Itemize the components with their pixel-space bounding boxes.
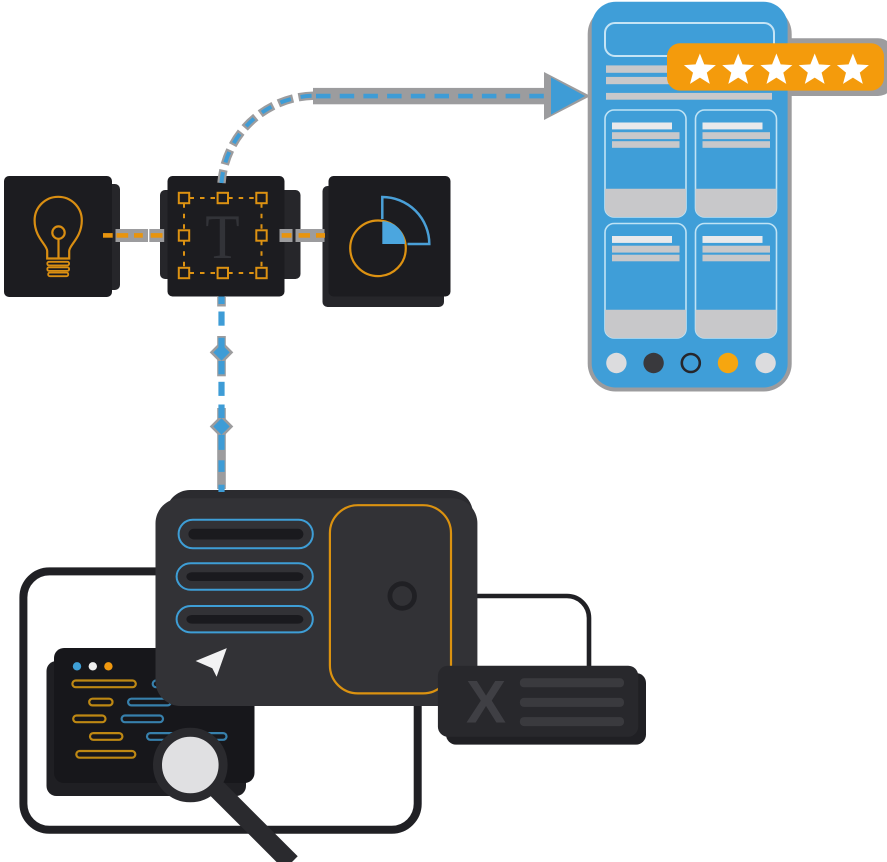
svg-text:X: X (466, 669, 506, 736)
svg-text:T: T (205, 202, 239, 273)
